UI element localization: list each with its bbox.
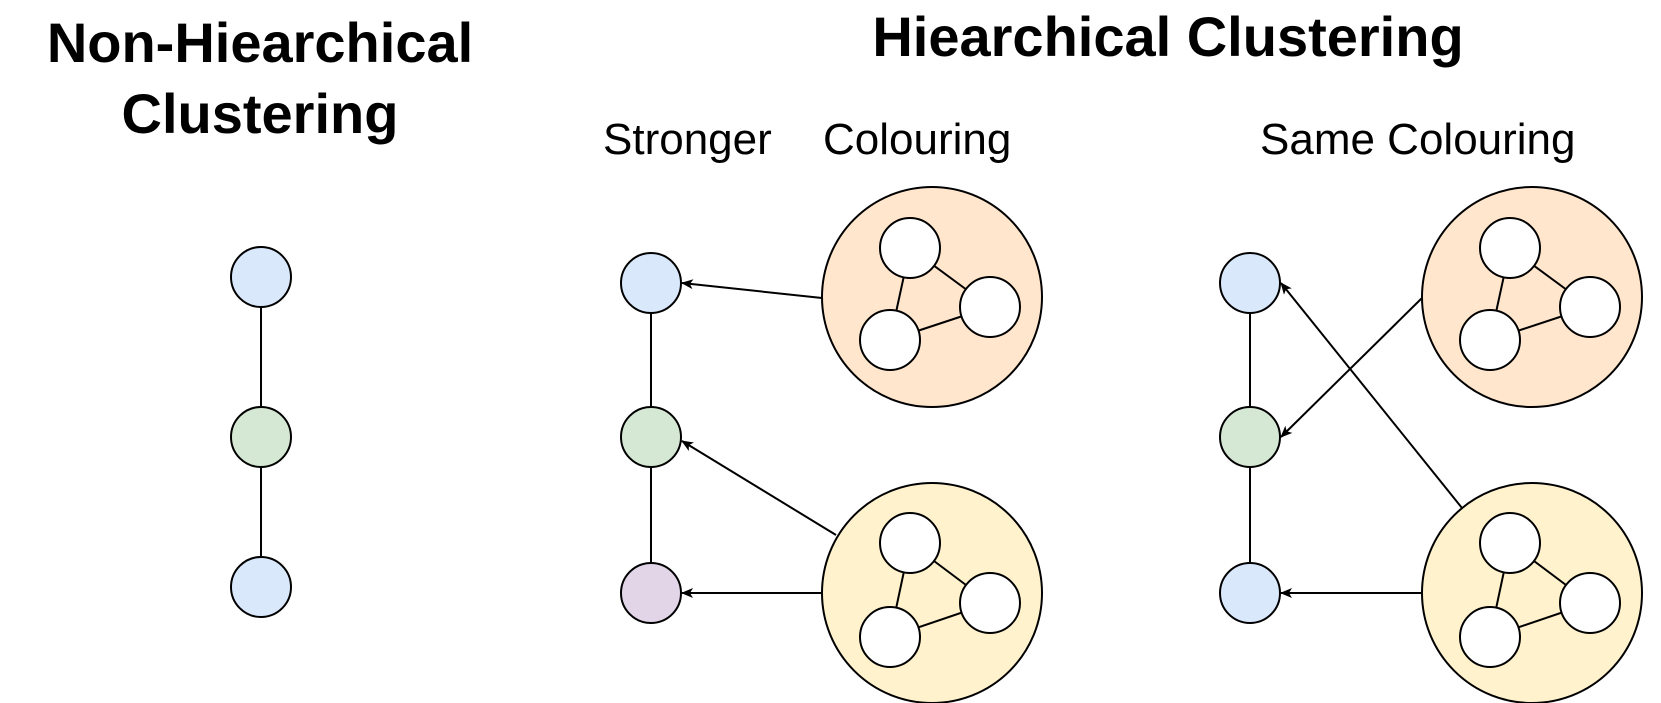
same-colouring-graph	[1219, 186, 1643, 703]
node-purple-bottom	[620, 562, 682, 624]
arrow-yellow-to-green	[681, 440, 837, 536]
stronger-label: Stronger	[603, 115, 772, 164]
cluster-node	[1479, 512, 1541, 574]
arrow-yellow-to-blue-top	[1280, 282, 1463, 509]
cluster-orange	[1421, 186, 1643, 408]
cluster-yellow	[1421, 482, 1643, 703]
cluster-node	[1479, 217, 1541, 279]
non-hierarchical-title-line1: Non-Hiearchical	[47, 11, 473, 74]
arrow-orange-to-green	[1280, 297, 1423, 438]
non-hierarchical-title-line2: Clustering	[122, 82, 399, 145]
arrow-orange-to-blue	[681, 279, 823, 299]
cluster-node	[1459, 309, 1521, 371]
cluster-node	[959, 276, 1021, 338]
cluster-node	[879, 512, 941, 574]
cluster-node	[1559, 276, 1621, 338]
node-green-middle	[620, 406, 682, 468]
node-blue-top	[620, 252, 682, 314]
colouring-label: Colouring	[823, 115, 1011, 164]
cluster-node	[1559, 572, 1621, 634]
node-blue-top	[230, 246, 292, 308]
non-hierarchical-graph	[230, 246, 292, 618]
cluster-node	[879, 217, 941, 279]
node-green-middle	[1219, 406, 1281, 468]
cluster-node	[1459, 606, 1521, 668]
node-blue-bottom	[230, 556, 292, 618]
cluster-node	[859, 606, 921, 668]
cluster-yellow	[821, 482, 1043, 703]
cluster-node	[859, 309, 921, 371]
same-colouring-label: Same Colouring	[1260, 115, 1576, 164]
cluster-orange	[821, 186, 1043, 408]
stronger-colouring-graph	[620, 186, 1043, 703]
cluster-node	[959, 572, 1021, 634]
node-blue-top	[1219, 252, 1281, 314]
node-green-middle	[230, 406, 292, 468]
hierarchical-title: Hiearchical Clustering	[872, 5, 1463, 68]
node-blue-bottom	[1219, 562, 1281, 624]
